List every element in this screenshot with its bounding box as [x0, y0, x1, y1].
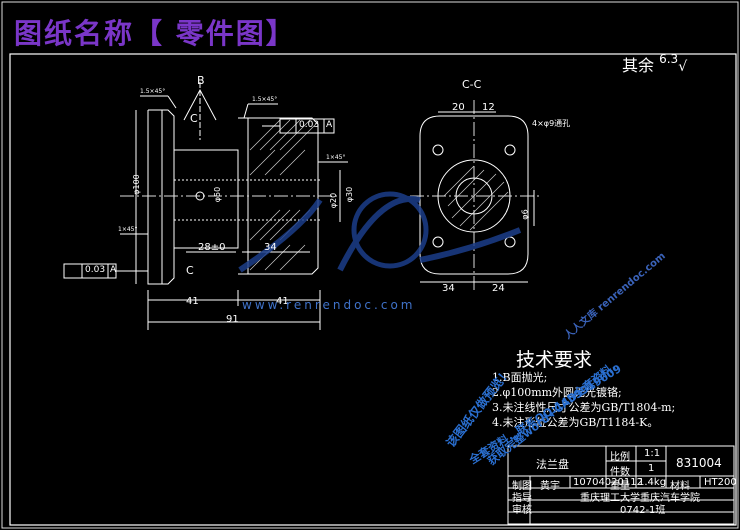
tol-ref-1: A [110, 265, 117, 275]
tech-req-line-2: 2.φ100mm外圆无光镀铬; [492, 386, 622, 399]
surface-note-value: 6.3 [659, 52, 679, 66]
guide-label: 指导 [512, 493, 532, 504]
view-label-b: B [197, 74, 205, 87]
watermark-site: www.renrendoc.com [242, 298, 416, 312]
class-name: 0742-1班 [620, 505, 666, 516]
tech-req-heading: 技术要求 [516, 349, 593, 371]
dim-holes: 4×φ9通孔 [532, 119, 571, 128]
student-number: 10704020112 [573, 477, 643, 488]
roughness-icon: √ [678, 59, 688, 75]
review-label: 审核 [512, 505, 532, 516]
scale-value: 1:1 [644, 448, 661, 459]
tech-req-line-4: 4.未注形位公差为GB/T1184-K。 [492, 416, 659, 429]
tech-req-line-3: 3.未注线性尺寸公差为GB/T1804-m; [492, 401, 676, 414]
dim-12: 12 [482, 102, 495, 113]
inner-frame [9, 53, 737, 526]
weight-label: 重量 [610, 481, 630, 492]
drawing-number: 831004 [676, 456, 722, 470]
qty-label: 件数 [610, 467, 630, 478]
dim-41-right: 41 [276, 296, 289, 307]
part-name: 法兰盘 [536, 458, 569, 471]
dim-phi30: φ30 [345, 186, 355, 203]
weight-value: 1.4kg [638, 477, 667, 488]
dim-34-section: 34 [442, 283, 455, 294]
material-label: 材料 [670, 481, 690, 492]
chamfer-1: 1.5×45° [140, 88, 166, 95]
dim-phi6: φ6 [520, 209, 530, 220]
section-view [410, 100, 540, 290]
dim-28: 28±0 [198, 242, 226, 253]
dim-phi100: φ100 [131, 174, 141, 195]
title-block [507, 445, 735, 525]
dim-34-front: 34 [264, 242, 277, 253]
chamfer-2: 1.5×45° [252, 96, 278, 103]
scale-label: 比例 [610, 452, 630, 463]
qty-value: 1 [648, 463, 655, 474]
renrendoc-logo [238, 191, 522, 273]
chamfer-3: 1×45° [326, 154, 346, 161]
dim-24: 24 [492, 283, 505, 294]
dim-phi50: φ50 [213, 186, 223, 203]
dim-20: 20 [452, 102, 465, 113]
view-label-c-top: C [190, 112, 198, 125]
dim-41-left: 41 [186, 296, 199, 307]
drawer-name: 黄宇 [540, 481, 560, 492]
section-label: C-C [462, 78, 482, 91]
drawing-title: 图纸名称【 零件图】 [14, 17, 296, 50]
surface-note-prefix: 其余 [622, 56, 655, 75]
draw-label: 制图 [512, 481, 532, 492]
tol-value-1: 0.03 [85, 265, 106, 275]
chamfer-4: 1×45° [118, 226, 138, 233]
material-value: HT200 [704, 477, 737, 488]
tol-ref-2: A [326, 120, 333, 130]
view-label-c-bottom: C [186, 264, 194, 277]
dim-phi20: φ20 [329, 192, 339, 209]
tol-value-2: 0.03 [299, 120, 320, 130]
surface-finish-note: 其余 6.3√ [622, 52, 687, 76]
dim-91: 91 [226, 314, 239, 325]
school-name: 重庆理工大学重庆汽车学院 [580, 493, 700, 504]
tech-req-line-1: 1.B面抛光; [492, 371, 548, 384]
